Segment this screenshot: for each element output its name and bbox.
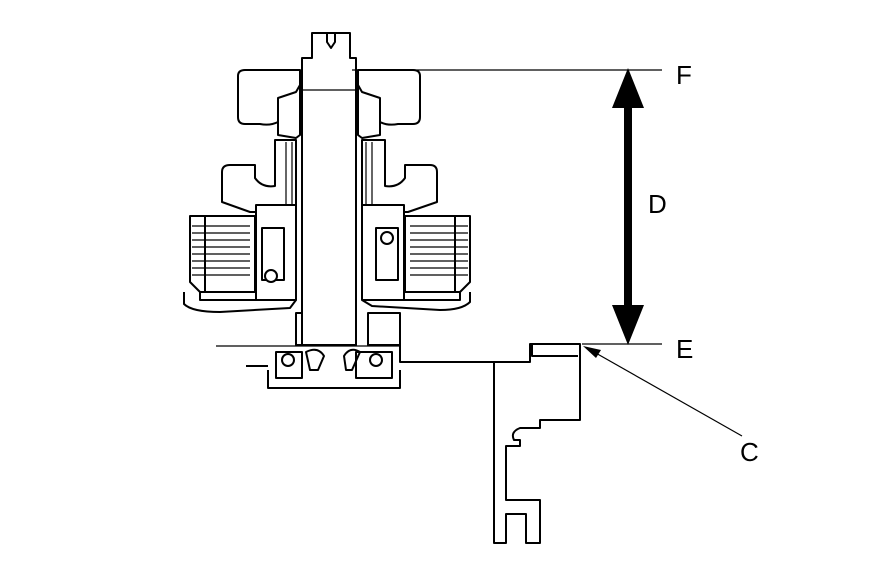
- left-clutch-pack: [183, 204, 297, 313]
- upper-carrier: [237, 69, 421, 139]
- label-c: C: [740, 437, 759, 467]
- case-housing: [216, 343, 581, 544]
- right-clutch-pack: [361, 204, 471, 311]
- label-e: E: [676, 334, 693, 364]
- middle-carrier: [221, 139, 438, 213]
- label-f: F: [676, 60, 692, 90]
- label-d: D: [648, 189, 667, 219]
- leader-arrow-c: [583, 346, 743, 437]
- dimension-arrow-d: [612, 68, 644, 345]
- lower-hub: [267, 312, 401, 389]
- central-shaft: [301, 32, 357, 346]
